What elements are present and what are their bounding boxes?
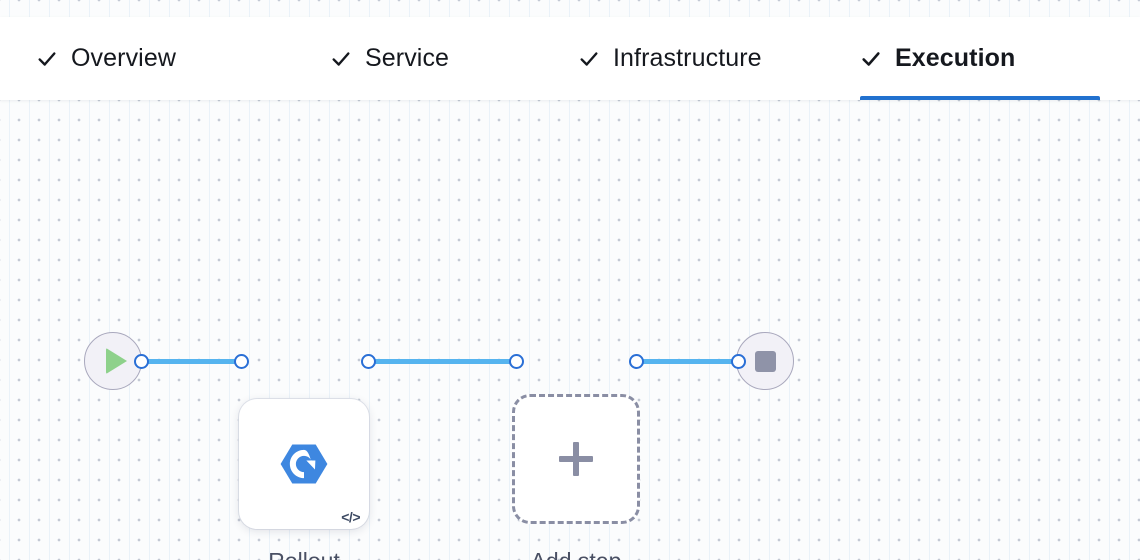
pipeline-stage-tabs: Overview Service Infrastructure Executio… [0,17,1140,100]
play-icon [106,348,127,374]
port-add-input[interactable] [509,354,524,369]
port-end-input[interactable] [731,354,746,369]
add-step-node[interactable] [512,394,640,524]
tab-label: Overview [71,44,176,72]
port-step-output[interactable] [361,354,376,369]
tab-label: Service [365,44,450,72]
check-icon [578,48,600,70]
check-icon [330,48,352,70]
rollout-deployment-icon [278,438,330,490]
edge-start-to-step[interactable] [140,359,244,364]
check-icon [36,48,58,70]
stop-icon [754,350,776,372]
step-node-caption: Rollout Deployment [184,540,424,560]
edge-step-to-add[interactable] [366,359,518,364]
tab-service[interactable]: Service [330,17,449,100]
tab-label: Infrastructure [613,44,762,72]
execution-flow-graph: </> Rollout Deployment Add step [0,100,1140,560]
tab-label: Execution [895,44,1016,72]
start-node[interactable] [84,332,142,390]
step-node-rollout-deployment[interactable]: </> [239,399,369,529]
plus-icon [559,442,593,476]
code-icon: </> [341,509,360,525]
port-start-output[interactable] [134,354,149,369]
tab-execution[interactable]: Execution [860,17,1100,100]
add-step-caption: Add step [466,540,686,560]
tab-infrastructure[interactable]: Infrastructure [578,17,762,100]
port-step-input[interactable] [234,354,249,369]
tab-active-underline [860,96,1100,100]
edge-add-to-end[interactable] [634,359,740,364]
tab-overview[interactable]: Overview [36,17,176,100]
port-add-output[interactable] [629,354,644,369]
check-icon [860,48,882,70]
